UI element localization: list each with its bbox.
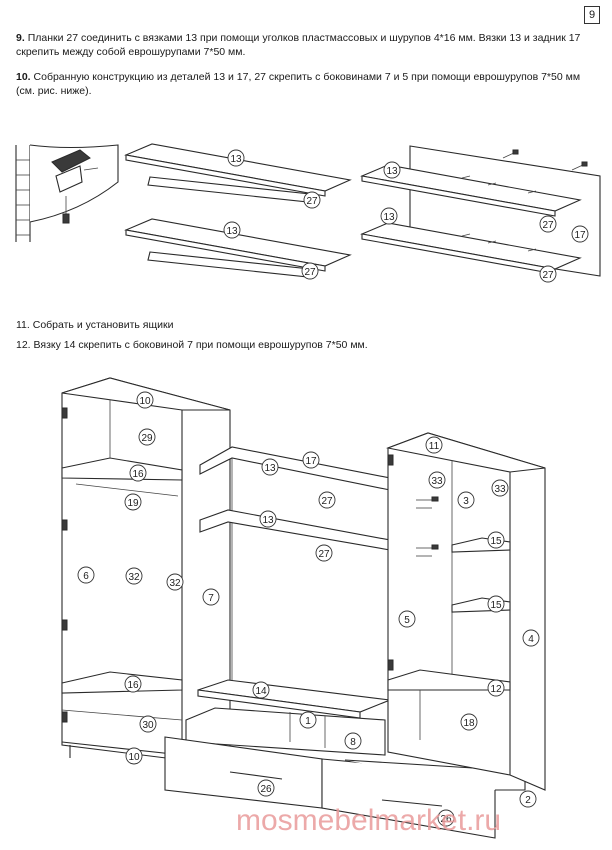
step-12-text: 12. Вязку 14 скрепить с боковиной 7 при … bbox=[16, 339, 368, 351]
svg-text:19: 19 bbox=[127, 498, 139, 509]
label-13-top-a: 13 bbox=[227, 149, 245, 167]
label-10: 10 bbox=[136, 391, 154, 409]
svg-text:26: 26 bbox=[260, 784, 272, 795]
svg-text:27: 27 bbox=[321, 496, 333, 507]
svg-text:16: 16 bbox=[127, 680, 139, 691]
svg-text:16: 16 bbox=[132, 469, 144, 480]
label-29: 29 bbox=[138, 428, 156, 446]
label-13-b: 13 bbox=[259, 510, 277, 528]
bracket-detail-figure bbox=[15, 144, 119, 242]
label-27-panel-a: 27 bbox=[539, 215, 557, 233]
shelf-pair-figure bbox=[124, 143, 352, 278]
labels-assembly: 10 29 16 19 6 32 32 16 30 10 7 13 17 27 … bbox=[77, 391, 540, 827]
step-11-text: 11. Собрать и установить ящики bbox=[16, 319, 174, 331]
back-panel-figure bbox=[360, 145, 601, 277]
svg-text:33: 33 bbox=[431, 476, 443, 487]
label-33-b: 33 bbox=[491, 479, 509, 497]
label-14: 14 bbox=[252, 681, 270, 699]
label-4: 4 bbox=[522, 629, 540, 647]
label-32-a: 32 bbox=[125, 567, 143, 585]
svg-text:26: 26 bbox=[440, 814, 452, 825]
step-10-text: 10. Собранную конструкцию из деталей 13 … bbox=[16, 70, 600, 98]
label-27-top-a: 27 bbox=[303, 191, 321, 209]
svg-text:13: 13 bbox=[262, 515, 274, 526]
step-10-number: 10. bbox=[16, 71, 31, 83]
label-26-a: 26 bbox=[257, 779, 275, 797]
svg-text:27: 27 bbox=[542, 220, 554, 231]
label-16-b: 16 bbox=[124, 675, 142, 693]
svg-text:13: 13 bbox=[226, 226, 238, 237]
label-2: 2 bbox=[519, 790, 537, 808]
svg-text:17: 17 bbox=[574, 230, 586, 241]
watermark: mosmebelmarket.ru bbox=[236, 804, 501, 837]
label-1: 1 bbox=[299, 711, 317, 729]
svg-text:33: 33 bbox=[494, 484, 506, 495]
svg-text:29: 29 bbox=[141, 433, 153, 444]
svg-text:2: 2 bbox=[525, 795, 531, 806]
svg-text:15: 15 bbox=[490, 536, 502, 547]
svg-text:8: 8 bbox=[350, 737, 356, 748]
step-9-number: 9. bbox=[16, 32, 25, 44]
label-27-top-b: 27 bbox=[301, 262, 319, 280]
svg-text:5: 5 bbox=[404, 615, 410, 626]
label-10-b: 10 bbox=[125, 747, 143, 765]
label-17-panel: 17 bbox=[571, 225, 589, 243]
svg-text:12: 12 bbox=[490, 684, 502, 695]
label-13-panel-a: 13 bbox=[383, 161, 401, 179]
svg-text:1: 1 bbox=[305, 716, 311, 727]
label-13-top-b: 13 bbox=[223, 221, 241, 239]
step-10-body: Собранную конструкцию из деталей 13 и 17… bbox=[16, 71, 581, 97]
step-9-text: 9. Планки 27 соединить с вязками 13 при … bbox=[16, 31, 600, 59]
svg-text:13: 13 bbox=[386, 166, 398, 177]
svg-text:7: 7 bbox=[208, 593, 214, 604]
label-13-panel-b: 13 bbox=[380, 207, 398, 225]
svg-text:13: 13 bbox=[230, 154, 242, 165]
svg-text:17: 17 bbox=[305, 456, 317, 467]
labels-top: 13 27 13 27 13 27 13 27 17 bbox=[223, 149, 589, 283]
svg-text:13: 13 bbox=[383, 212, 395, 223]
label-27-b: 27 bbox=[315, 544, 333, 562]
svg-text:14: 14 bbox=[255, 686, 267, 697]
svg-text:6: 6 bbox=[83, 571, 89, 582]
svg-text:11: 11 bbox=[429, 441, 440, 452]
label-3: 3 bbox=[457, 491, 475, 509]
page-number: 9 bbox=[584, 6, 600, 24]
label-32-b: 32 bbox=[166, 573, 184, 591]
svg-text:32: 32 bbox=[169, 578, 181, 589]
step-9-body: Планки 27 соединить с вязками 13 при пом… bbox=[16, 32, 581, 58]
label-33-a: 33 bbox=[428, 471, 446, 489]
label-18: 18 bbox=[460, 713, 478, 731]
svg-text:27: 27 bbox=[318, 549, 330, 560]
svg-text:3: 3 bbox=[463, 496, 469, 507]
svg-text:10: 10 bbox=[128, 752, 140, 763]
label-27-a: 27 bbox=[318, 491, 336, 509]
wall-unit-figure bbox=[61, 377, 546, 839]
label-15-b: 15 bbox=[487, 595, 505, 613]
label-19: 19 bbox=[124, 493, 142, 511]
svg-text:10: 10 bbox=[139, 396, 151, 407]
svg-text:13: 13 bbox=[264, 463, 276, 474]
label-8: 8 bbox=[344, 732, 362, 750]
svg-text:32: 32 bbox=[128, 572, 140, 583]
label-17: 17 bbox=[302, 451, 320, 469]
svg-text:27: 27 bbox=[304, 267, 316, 278]
label-30: 30 bbox=[139, 715, 157, 733]
label-13-a: 13 bbox=[261, 458, 279, 476]
label-11: 11 bbox=[425, 436, 443, 454]
label-27-panel-b: 27 bbox=[539, 265, 557, 283]
svg-text:15: 15 bbox=[490, 600, 502, 611]
label-12: 12 bbox=[487, 679, 505, 697]
svg-text:18: 18 bbox=[463, 718, 475, 729]
label-5: 5 bbox=[398, 610, 416, 628]
svg-text:4: 4 bbox=[528, 634, 534, 645]
label-16-a: 16 bbox=[129, 464, 147, 482]
label-15-a: 15 bbox=[487, 531, 505, 549]
svg-text:27: 27 bbox=[306, 196, 318, 207]
label-6: 6 bbox=[77, 566, 95, 584]
label-26-b: 26 bbox=[437, 809, 455, 827]
svg-text:30: 30 bbox=[142, 720, 154, 731]
svg-text:27: 27 bbox=[542, 270, 554, 281]
label-7: 7 bbox=[202, 588, 220, 606]
